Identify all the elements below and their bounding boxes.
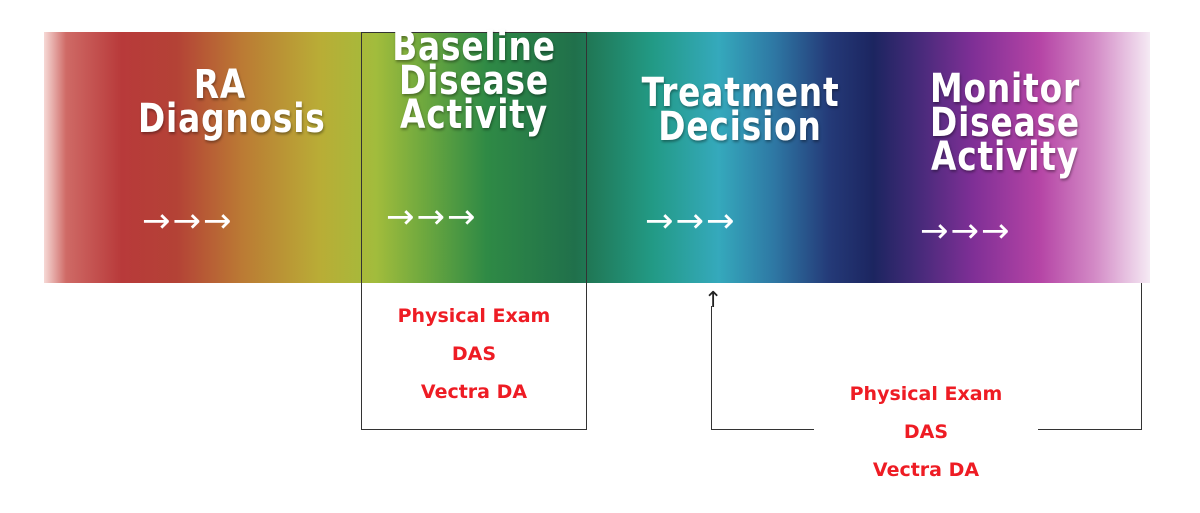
stage-title-line: Activity [930,134,1079,180]
stage-title-line: Disease [930,100,1080,146]
stage-title-line: Treatment [641,70,840,116]
stage-ra-diagnosis-title: RA Diagnosis [138,62,326,142]
feedback-line-bottom-left [711,429,814,430]
process-gradient-band [44,32,1150,283]
stage-monitor-disease-activity-title: Monitor Disease Activity [923,66,1087,180]
feedback-line-right-vertical [1141,283,1142,430]
measure-item: Physical Exam [849,383,1003,405]
stage-title-line: Monitor [930,66,1080,112]
stage-title-line: RA [193,62,247,108]
baseline-highlight-box [361,32,587,430]
monitor-measures-list: Physical Exam DAS Vectra DA [816,375,1036,489]
stage-title-line: Decision [658,104,822,150]
measure-item: DAS [903,421,949,443]
measure-item: Vectra DA [872,459,980,481]
stage-baseline-disease-activity-title: Baseline Disease Activity [392,24,556,138]
stage-title-line: Diagnosis [138,96,326,142]
stage-title-line: Activity [399,92,548,138]
measure-item: DAS [451,343,497,365]
feedback-line-left-vertical [711,306,712,430]
stage-ra-diagnosis-arrows: →→→ [142,201,234,241]
measure-item: Physical Exam [397,305,551,327]
stage-treatment-decision-arrows: →→→ [645,201,737,241]
stage-title-line: Baseline [392,24,556,70]
measure-item: Vectra DA [420,381,528,403]
feedback-up-arrow-icon: ↑ [704,288,723,313]
baseline-measures-list: Physical Exam DAS Vectra DA [362,297,586,411]
stage-baseline-arrows: →→→ [386,197,478,237]
stage-monitor-arrows: →→→ [920,211,1012,251]
stage-treatment-decision-title: Treatment Decision [641,70,840,150]
stage-title-line: Disease [399,58,549,104]
feedback-line-bottom-right [1038,429,1142,430]
